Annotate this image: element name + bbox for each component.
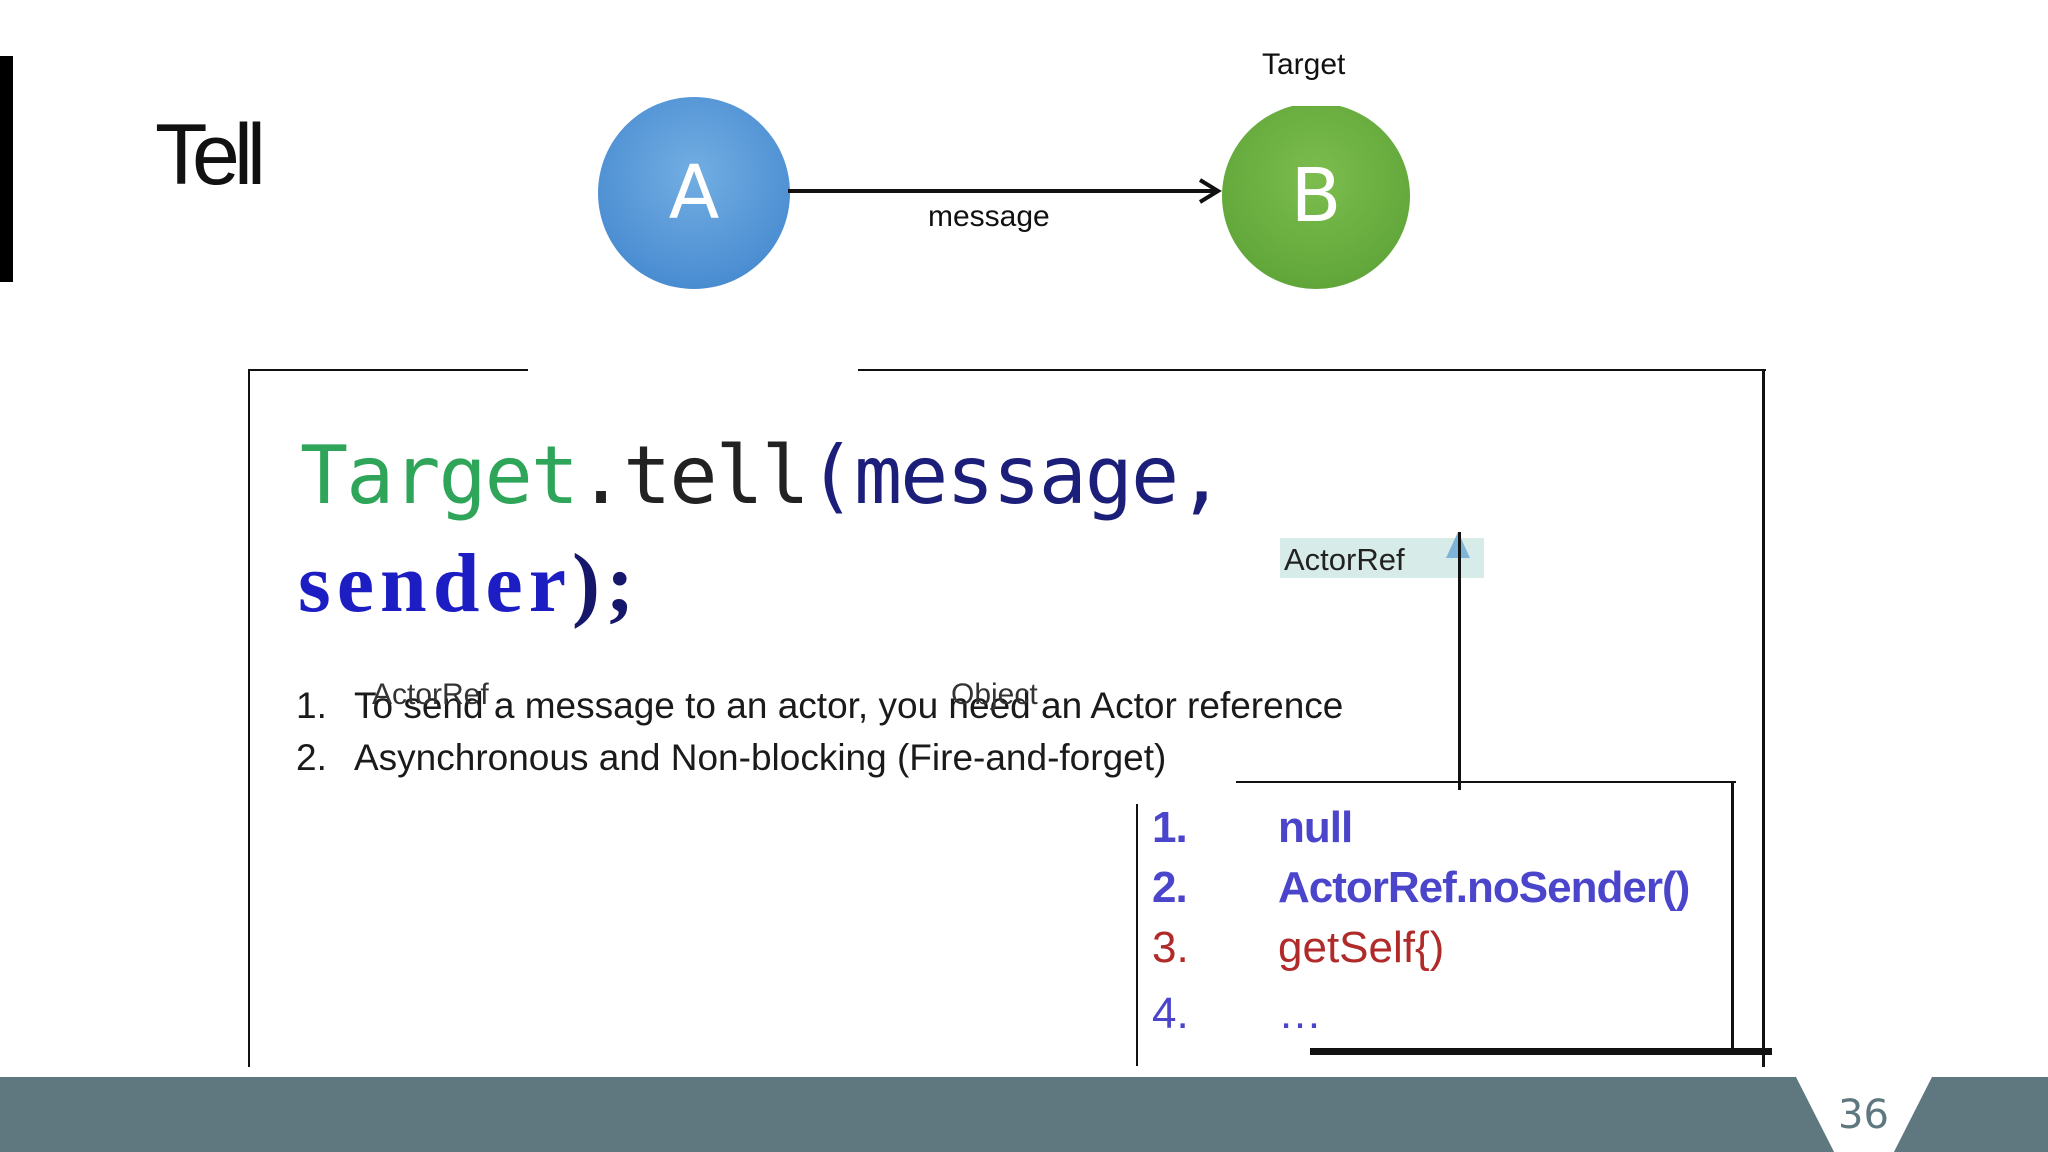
bullet-number: 1. xyxy=(296,685,327,726)
sender-option-text: ActorRef.noSender() xyxy=(1278,863,1690,912)
bullet-list: 1. To send a message to an actor, you nee… xyxy=(296,680,1343,784)
bullet-text: Asynchronous and Non-blocking (Fire-and-… xyxy=(354,737,1167,778)
bullet-text: To send a message to an actor, you need … xyxy=(354,685,1344,726)
box-right-edge xyxy=(1762,369,1765,1067)
footer-bar xyxy=(0,1077,2048,1152)
code-method: .tell xyxy=(576,429,810,522)
actor-a-letter: A xyxy=(668,150,720,236)
code-target: Target xyxy=(300,429,579,522)
message-arrow-head xyxy=(1198,178,1222,204)
sender-option-number: 4. xyxy=(1152,989,1189,1038)
actor-b-node: B xyxy=(1222,103,1410,289)
sender-option: 4. … xyxy=(1152,984,1689,1044)
sender-option-text: getSelf{) xyxy=(1278,923,1445,972)
message-arrow xyxy=(788,178,1222,204)
actor-b-letter: B xyxy=(1290,153,1342,239)
node-b-top-clip xyxy=(1222,103,1410,106)
actorref-tag-text: ActorRef xyxy=(1284,542,1405,577)
box-top-left-edge xyxy=(248,369,528,371)
sender-option: 2. ActorRef.noSender() xyxy=(1152,858,1690,918)
sender-box-bottom-edge xyxy=(1310,1048,1772,1055)
sender-option-number: 1. xyxy=(1152,803,1188,852)
object-overlay-label: Object xyxy=(951,678,1038,711)
bullet-item: 1. To send a message to an actor, you nee… xyxy=(296,680,1343,732)
sender-option-text: … xyxy=(1278,989,1322,1038)
slide-title: Tell xyxy=(155,107,266,203)
sender-option: 1. null xyxy=(1152,798,1689,858)
box-left-edge xyxy=(248,369,250,1067)
actorref-connector-vertical xyxy=(1458,532,1461,790)
actor-a-node: A xyxy=(598,97,790,289)
accent-bar xyxy=(0,56,13,282)
box-top-right-edge xyxy=(858,369,1766,371)
code-sender: sender xyxy=(298,537,572,630)
sender-box-left-edge xyxy=(1136,804,1138,1066)
page-number: 36 xyxy=(1838,1092,1889,1138)
code-line-2: sender); xyxy=(298,542,640,626)
target-label: Target xyxy=(1262,48,1346,81)
code-close: ); xyxy=(571,537,640,630)
sender-box-right-edge xyxy=(1731,781,1734,1053)
sender-option-text: null xyxy=(1278,803,1353,852)
bullet-number: 2. xyxy=(296,737,327,778)
sender-option: 3. getSelf{) xyxy=(1152,918,1689,978)
sender-options-list: 1. null 2. ActorRef.noSender() 3. getSelf{)… xyxy=(1152,798,1690,1044)
sender-option-number: 2. xyxy=(1152,863,1188,912)
actorref-overlay-label: ActorRef xyxy=(372,678,489,711)
sender-option-number: 3. xyxy=(1152,923,1189,972)
code-line-1: Target.tell(message, xyxy=(300,429,1225,522)
code-args: (message, xyxy=(807,429,1225,522)
message-label: message xyxy=(928,200,1050,233)
bullet-item: 2. Asynchronous and Non-blocking (Fire-an… xyxy=(296,732,1343,784)
sender-box-top-edge xyxy=(1236,781,1736,783)
